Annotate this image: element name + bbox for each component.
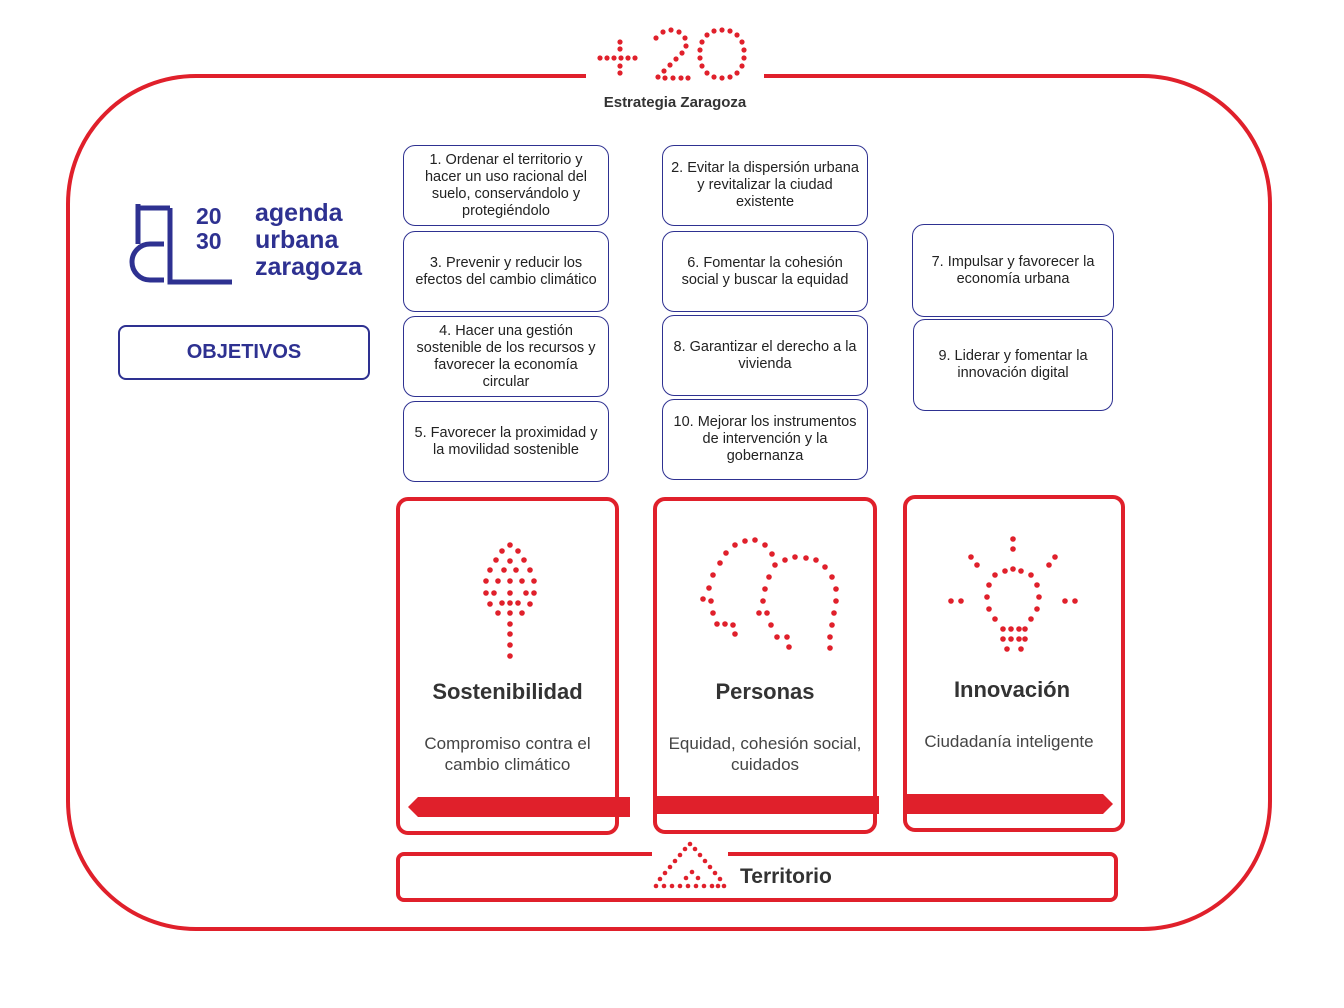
objetivos-label: OBJETIVOS — [118, 325, 370, 380]
goal-9: 9. Liderar y fomentar la innovación digi… — [913, 319, 1113, 411]
agenda-logo-text: agenda urbana zaragoza — [255, 200, 362, 281]
triangle-icon — [652, 840, 728, 892]
goal-8: 8. Garantizar el derecho a la vivienda — [662, 315, 868, 396]
agenda-logo-digits: 20 30 — [196, 204, 222, 254]
pillar-title-personas: Personas — [715, 679, 815, 704]
lightbulb-icon — [948, 536, 1078, 652]
goal-1: 1. Ordenar el territorio y hacer un uso … — [403, 145, 609, 226]
people-icon — [700, 537, 839, 651]
pillar-innovacion: Innovación Ciudadanía inteligente — [903, 495, 1125, 832]
logo-line-zaragoza: zaragoza — [255, 253, 362, 281]
pillar-bar-personas — [657, 796, 879, 814]
pillar-desc-personas: Equidad, cohesión social, cuidados — [668, 734, 862, 774]
goal-7: 7. Impulsar y favorecer la economía urba… — [912, 224, 1114, 317]
goal-5: 5. Favorecer la proximidad y la movilida… — [403, 401, 609, 482]
territorio-label: Territorio — [740, 865, 832, 888]
goal-2: 2. Evitar la dispersión urbana y revital… — [662, 145, 868, 226]
goal-4: 4. Hacer una gestión sostenible de los r… — [403, 316, 609, 397]
plus-twenty-logo — [597, 27, 747, 81]
brand-subtitle: Estrategia Zaragoza — [603, 94, 747, 111]
logo-line-urbana: urbana — [255, 226, 339, 254]
pillar-personas: Personas Equidad, cohesión social, cuida… — [653, 497, 879, 834]
logo-digits-top: 20 — [196, 203, 222, 229]
logo-digits-bottom: 30 — [196, 228, 222, 254]
goal-3: 3. Prevenir y reducir los efectos del ca… — [403, 231, 609, 312]
goal-6: 6. Fomentar la cohesión social y buscar … — [662, 231, 868, 312]
goal-10: 10. Mejorar los instrumentos de interven… — [662, 399, 868, 480]
agenda-urbana-logo-icon — [129, 204, 232, 285]
brand-logo: Estrategia Zaragoza — [586, 20, 764, 112]
logo-line-agenda: agenda — [255, 199, 343, 227]
territorio-box — [396, 852, 1118, 902]
pillar-title-sostenibilidad: Sostenibilidad — [432, 679, 583, 704]
tree-icon — [483, 542, 537, 659]
pillar-desc-innovacion: Ciudadanía inteligente — [924, 732, 1094, 751]
pillar-bar-innovacion — [907, 794, 1113, 814]
pillar-title-innovacion: Innovación — [953, 677, 1071, 702]
pillar-desc-sostenibilidad: Compromiso contra el cambio climático — [424, 734, 591, 774]
pillar-bar-sostenibilidad — [408, 797, 630, 817]
pillar-sostenibilidad: Sostenibilidad Compromiso contra el camb… — [396, 497, 630, 835]
